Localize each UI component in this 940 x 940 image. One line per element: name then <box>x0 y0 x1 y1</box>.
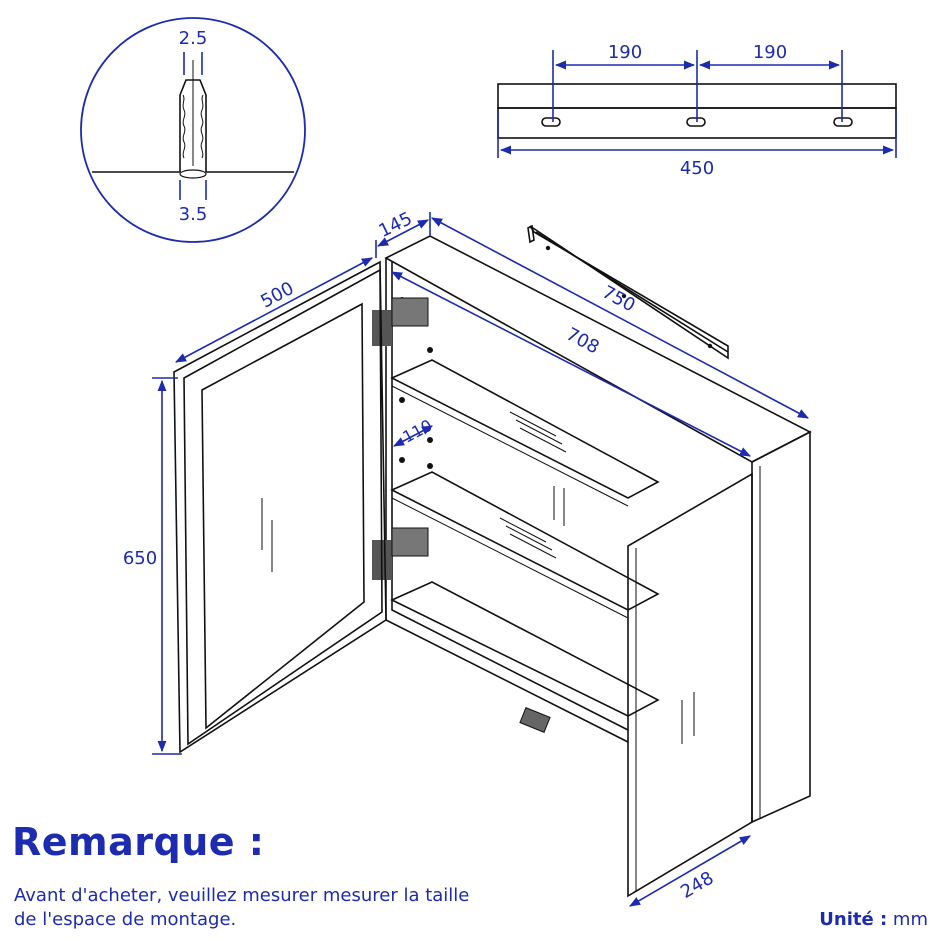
shelf-clip <box>519 707 551 733</box>
right-door <box>627 472 753 898</box>
remark-title: Remarque : <box>12 820 265 864</box>
inner-width: 708 <box>562 324 602 359</box>
rail-length: 450 <box>680 158 714 179</box>
right-door-width: 248 <box>677 868 717 903</box>
rail-spacing-left: 190 <box>608 42 642 63</box>
cabinet-height: 650 <box>123 548 157 569</box>
left-door <box>173 260 387 754</box>
unit-value: mm <box>892 909 928 930</box>
rail-slot <box>541 117 561 127</box>
bracket-length: 750 <box>598 282 638 317</box>
remark-line-1: Avant d'acheter, veuillez mesurer mesure… <box>14 885 470 906</box>
door-width: 500 <box>257 278 297 313</box>
cabinet-body <box>372 235 812 824</box>
detail-gap-bottom: 3.5 <box>179 204 208 225</box>
unit-note: Unité : mm <box>819 909 928 930</box>
rail-slot <box>686 117 706 127</box>
detail-magnifier: 2.5 3.5 <box>80 17 306 243</box>
remark-text: Avant d'acheter, veuillez mesurer mesure… <box>14 884 534 932</box>
rail-slot <box>833 117 853 127</box>
detail-gap-top: 2.5 <box>179 28 208 49</box>
unit-label: Unité : <box>819 909 888 930</box>
remark-line-2: de l'espace de montage. <box>14 909 237 930</box>
cabinet-dimensions: 145 750 708 500 650 110 248 <box>123 208 809 907</box>
mounting-rail: 190 190 450 <box>497 42 897 179</box>
rail-spacing-right: 190 <box>753 42 787 63</box>
lower-hinge <box>372 527 429 580</box>
